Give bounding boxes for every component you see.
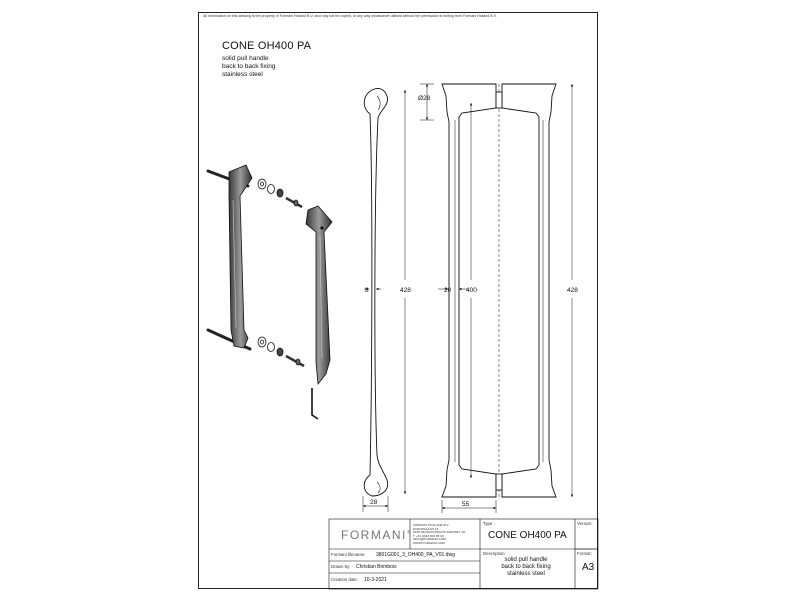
dimension-bar-depth: 20 [444, 287, 452, 294]
description-value: solid pull handle back to back fixing st… [501, 557, 551, 577]
subtitle-line-2: back to back fixing [222, 63, 276, 70]
dimension-rose-diameter: Ø28 [418, 95, 431, 102]
drawn-by-label: Drawn by: [331, 564, 351, 569]
type-label: Type : [483, 521, 495, 526]
exploded-view [206, 164, 333, 420]
formani-logo: FORMANI® [341, 528, 413, 542]
dimension-centre-distance: 400 [466, 287, 477, 294]
subtitle-line-3: stainless steel [222, 71, 263, 78]
format-label: Format: [577, 551, 592, 556]
dimension-projection: 55 [462, 501, 470, 508]
title-block-grid [328, 518, 599, 590]
drawing-sheet-border [198, 12, 598, 589]
dimension-lines [362, 83, 574, 513]
type-value: CONE OH400 PA [488, 530, 567, 541]
copyright-notice: All information on this drawing is the p… [203, 14, 497, 18]
dimension-grip-width: 8 [365, 287, 369, 294]
filename-value: 3801G001_3_OH400_PA_V01.dwg [376, 552, 455, 558]
filename-label: Formani filename: [331, 552, 366, 557]
format-value: A3 [582, 562, 595, 573]
version-label: Version: [577, 521, 593, 526]
product-title: CONE OH400 PA [222, 40, 312, 52]
creation-date-label: Creation date: [331, 577, 358, 582]
front-view [441, 83, 557, 498]
dimension-front-height: 428 [567, 287, 578, 294]
dimension-profile-height: 428 [400, 287, 411, 294]
subtitle-line-1: solid pull handle [222, 55, 269, 62]
creation-date-value: 10-3-2021 [364, 577, 387, 583]
side-profile-view [363, 88, 389, 497]
drawn-by-value: Christian Brimbois [356, 564, 397, 570]
description-label: Description: [483, 551, 506, 556]
dimension-profile-width: 28 [370, 499, 378, 506]
company-address: FORMANI HOLLAND B.V. EUROPALAAN 13 6199 … [413, 523, 466, 545]
